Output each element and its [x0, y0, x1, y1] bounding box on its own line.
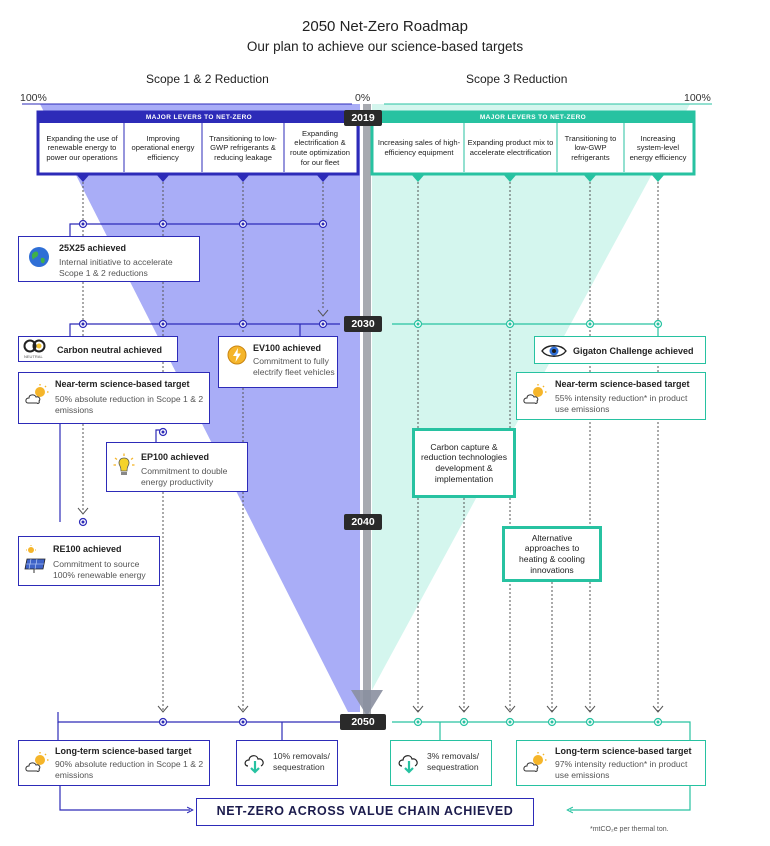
ep100-desc: Commitment to double energy productivity: [141, 466, 228, 487]
lightbulb-icon: [113, 453, 135, 475]
milestone-25x25-desc: Internal initiative to accelerate Scope …: [59, 257, 173, 278]
milestone-gigaton: Gigaton Challenge achieved: [534, 336, 706, 364]
ev100-desc: Commitment to fully electrify fleet vehi…: [253, 356, 335, 377]
ev100-title: EV100 achieved: [253, 343, 322, 353]
scope12-lever-fleet: Expanding electrification & route optimi…: [290, 128, 350, 167]
re100-title: RE100 achieved: [53, 544, 122, 554]
footnote: *mtCO₂e per thermal ton.: [590, 826, 669, 833]
sun-cloud-icon: [25, 384, 49, 404]
milestone-long-term-scope12: Long-term science-based target 90% absol…: [18, 740, 210, 786]
near-term-3-desc: 55% intensity reduction* in product use …: [555, 393, 688, 414]
eye-icon: [541, 345, 567, 357]
scope-pct-0: 0%: [355, 92, 371, 104]
milestone-carbon-capture: Carbon capture & reduction technologies …: [412, 428, 516, 498]
scope12-lever-efficiency: Improving operational energy efficiency: [131, 133, 195, 162]
ep100-title: EP100 achieved: [141, 452, 210, 462]
long-term-12-desc: 90% absolute reduction in Scope 1 & 2 em…: [55, 759, 204, 780]
year-2040: 2040: [344, 514, 382, 530]
co-neutral-icon: [23, 339, 46, 353]
scope3-lever-electrification: Expanding product mix to accelerate elec…: [467, 138, 554, 157]
sun-cloud-icon: [25, 752, 49, 772]
scope3-levers-title: MAJOR LEVERS TO NET-ZERO: [479, 114, 587, 121]
year-2019: 2019: [344, 110, 382, 126]
milestone-carbon-neutral: NEUTRAL Carbon neutral achieved: [18, 336, 178, 362]
page-subtitle: Our plan to achieve our science-based ta…: [246, 39, 524, 54]
scope3-lever-system-efficiency: Increasing system-level energy efficienc…: [629, 133, 687, 162]
milestone-near-term-scope12: Near-term science-based target 50% absol…: [18, 372, 210, 424]
milestone-re100: RE100 achieved Commitment to source 100%…: [18, 536, 160, 586]
scope3-pct-100: 100%: [684, 92, 711, 104]
scope12-label: Scope 1 & 2 Reduction: [146, 72, 269, 86]
scope3-lever-high-efficiency: Increasing sales of high-efficiency equi…: [377, 138, 461, 157]
milestone-ep100: EP100 achieved Commitment to double ener…: [106, 442, 248, 492]
long-term-3-desc: 97% intensity reduction* in product use …: [555, 759, 688, 780]
near-term-12-title: Near-term science-based target: [55, 379, 190, 389]
long-term-3-title: Long-term science-based target: [555, 746, 692, 756]
milestone-25x25: 25X25 achieved Internal initiative to ac…: [18, 236, 200, 282]
milestone-removals-3: 3% removals/ sequestration: [390, 740, 492, 786]
scope3-label: Scope 3 Reduction: [466, 72, 568, 86]
scope12-lever-renewable: Expanding the use of renewable energy to…: [46, 133, 118, 162]
cloud-download-icon: [244, 755, 264, 774]
year-2050: 2050: [340, 714, 386, 730]
solar-panel-icon: [24, 545, 46, 573]
scope3-lever-refrigerants: Transitioning to low-GWP refrigerants: [564, 133, 617, 162]
center-divider: [363, 104, 371, 714]
year-2030: 2030: [344, 316, 382, 332]
removals-10-text: 10% removals/ sequestration: [273, 751, 330, 772]
page-title: 2050 Net-Zero Roadmap: [302, 18, 468, 35]
globe-icon: [29, 247, 49, 267]
milestone-removals-10: 10% removals/ sequestration: [236, 740, 338, 786]
near-term-12-desc: 50% absolute reduction in Scope 1 & 2 em…: [55, 394, 204, 415]
carbon-neutral-title: Carbon neutral achieved: [57, 345, 163, 355]
milestone-ev100: EV100 achieved Commitment to fully elect…: [218, 336, 338, 388]
milestone-long-term-scope3: Long-term science-based target 97% inten…: [516, 740, 706, 786]
near-term-3-title: Near-term science-based target: [555, 379, 690, 389]
gigaton-title: Gigaton Challenge achieved: [573, 346, 694, 356]
milestone-alt-heating: Alternative approaches to heating & cool…: [502, 526, 602, 582]
sun-cloud-icon: [523, 752, 547, 772]
lightning-icon: [227, 345, 247, 365]
sun-cloud-icon: [523, 384, 547, 404]
scope12-pct-100: 100%: [20, 92, 47, 104]
scope12-lever-refrigerants: Transitioning to low-GWP refrigerants & …: [209, 133, 277, 162]
milestone-25x25-title: 25X25 achieved: [59, 243, 127, 253]
milestone-near-term-scope3: Near-term science-based target 55% inten…: [516, 372, 706, 420]
net-zero-final-banner: NET-ZERO ACROSS VALUE CHAIN ACHIEVED: [196, 798, 534, 826]
long-term-12-title: Long-term science-based target: [55, 746, 192, 756]
scope12-levers-title: MAJOR LEVERS TO NET-ZERO: [145, 114, 253, 121]
removals-3-text: 3% removals/ sequestration: [427, 751, 480, 772]
carbon-neutral-badge: NEUTRAL: [24, 354, 43, 359]
re100-desc: Commitment to source 100% renewable ener…: [53, 559, 146, 580]
cloud-download-icon: [398, 755, 418, 774]
